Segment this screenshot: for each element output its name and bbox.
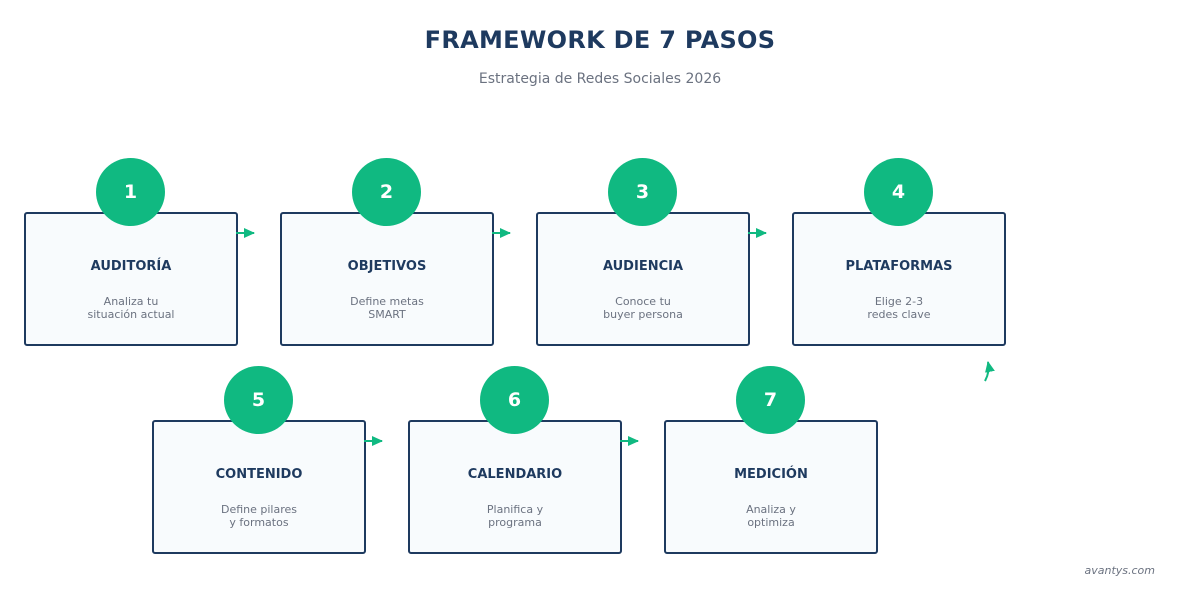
step-number-badge: 4 <box>864 158 933 226</box>
step-box: CONTENIDO Define pilares y formatos <box>152 420 366 554</box>
step-box: AUDITORÍA Analiza tu situación actual <box>24 212 238 346</box>
step-description: Analiza tu situación actual <box>26 295 236 321</box>
step-description: Define metas SMART <box>282 295 492 321</box>
step-description: Planifica y programa <box>410 503 620 529</box>
step-number-badge: 6 <box>480 366 549 434</box>
step-number-badge: 7 <box>736 366 805 434</box>
step-3: AUDIENCIA Conoce tu buyer persona 3 <box>536 158 750 346</box>
step-6: CALENDARIO Planifica y programa 6 <box>408 366 622 554</box>
step-title: AUDITORÍA <box>90 259 172 274</box>
step-description-line: Elige 2-3 <box>874 295 924 308</box>
step-number-badge: 5 <box>224 366 293 434</box>
step-number-badge: 2 <box>352 158 421 226</box>
step-description-line: optimiza <box>747 516 795 529</box>
step-title: CALENDARIO <box>467 467 563 482</box>
step-description-line: redes clave <box>867 308 931 321</box>
step-number-badge: 1 <box>96 158 165 226</box>
step-description-line: Analiza y <box>746 503 796 516</box>
step-title: PLATAFORMAS <box>845 259 953 274</box>
step-description-line: Define metas <box>350 295 424 308</box>
watermark: avantys.com <box>1084 564 1155 577</box>
step-title: OBJETIVOS <box>347 259 427 274</box>
step-description-line: Conoce tu <box>615 295 671 308</box>
step-description-line: programa <box>488 516 542 529</box>
step-box: CALENDARIO Planifica y programa <box>408 420 622 554</box>
page-subtitle: Estrategia de Redes Sociales 2026 <box>478 71 722 87</box>
page-title: FRAMEWORK DE 7 PASOS <box>424 26 776 54</box>
step-description-line: Planifica y <box>486 503 544 516</box>
step-box: PLATAFORMAS Elige 2-3 redes clave <box>792 212 1006 346</box>
step-4: PLATAFORMAS Elige 2-3 redes clave 4 <box>792 158 1006 346</box>
step-description-line: buyer persona <box>603 308 683 321</box>
step-description: Define pilares y formatos <box>154 503 364 529</box>
step-number-badge: 3 <box>608 158 677 226</box>
step-box: AUDIENCIA Conoce tu buyer persona <box>536 212 750 346</box>
step-1: AUDITORÍA Analiza tu situación actual 1 <box>24 158 238 346</box>
step-description: Elige 2-3 redes clave <box>794 295 1004 321</box>
step-5: CONTENIDO Define pilares y formatos 5 <box>152 366 366 554</box>
step-title: AUDIENCIA <box>602 259 684 274</box>
step-description: Conoce tu buyer persona <box>538 295 748 321</box>
step-description-line: SMART <box>368 308 406 321</box>
step-title: MEDICIÓN <box>734 467 808 482</box>
step-title: CONTENIDO <box>215 467 303 482</box>
arrow-step-4-curve <box>984 361 995 382</box>
step-description-line: y formatos <box>229 516 289 529</box>
step-7: MEDICIÓN Analiza y optimiza 7 <box>664 366 878 554</box>
step-description-line: Define pilares <box>220 503 298 516</box>
step-description: Analiza y optimiza <box>666 503 876 529</box>
step-2: OBJETIVOS Define metas SMART 2 <box>280 158 494 346</box>
step-description-line: Analiza tu <box>103 295 159 308</box>
step-description-line: situación actual <box>87 308 175 321</box>
